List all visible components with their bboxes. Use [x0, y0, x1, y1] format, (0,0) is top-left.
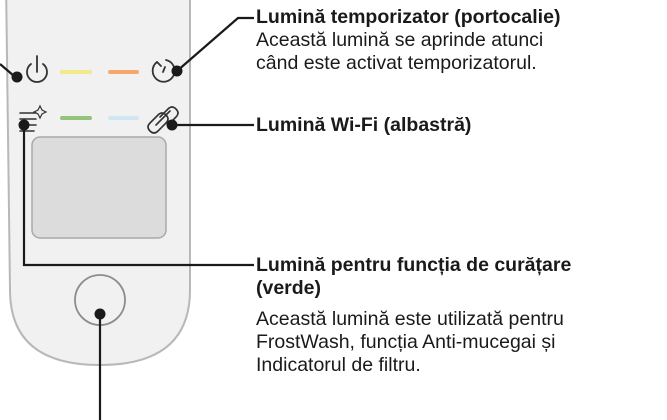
cleaning-icon [19, 104, 48, 132]
cleaning-callout-desc-3: Indicatorul de filtru. [256, 354, 421, 376]
leader-line-left [0, 63, 15, 77]
cleaning-callout-title-2: (verde) [256, 277, 322, 299]
leader-line-cleaning [22, 125, 254, 267]
cleaning-callout-desc-1: Această lumină este utilizată pentru [256, 308, 564, 330]
timer-callout-title: Lumină temporizator (portocalie) [256, 6, 561, 28]
wifi-callout-title: Lumină Wi-Fi (albastră) [256, 114, 472, 136]
timer-icon [151, 59, 176, 83]
cleaning-callout: Lumină pentru funcția de curățare (verde… [256, 254, 571, 377]
timer-callout-desc-1: Această lumină se aprinde atunci [256, 29, 544, 51]
leader-line-timer [176, 16, 254, 72]
wifi-link-icon [147, 106, 179, 134]
leader-lines [0, 16, 254, 420]
remote-screen [31, 136, 167, 239]
timer-callout: Lumină temporizator (portocalie) Această… [256, 6, 560, 75]
cleaning-callout-desc-2: FrostWash, funcția Anti-mucegai și [256, 331, 556, 353]
leader-dot-left [11, 71, 23, 83]
timer-callout-desc-2: când este activat temporizatorul. [256, 52, 537, 74]
cleaning-callout-title-1: Lumină pentru funcția de curățare [256, 254, 572, 276]
power-icon [26, 55, 48, 83]
